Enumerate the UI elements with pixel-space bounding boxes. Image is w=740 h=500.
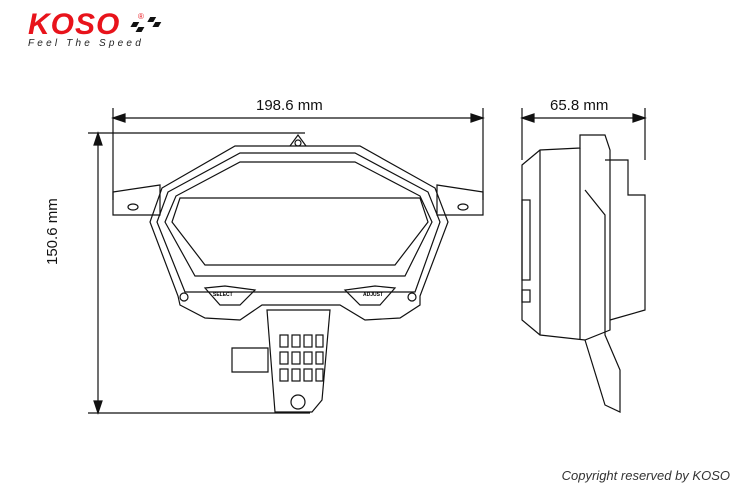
height-dimension-label: 150.6 mm	[44, 198, 61, 265]
logo-tagline: Feel The Speed	[28, 38, 144, 49]
logo-brand: KOSO	[28, 8, 121, 41]
depth-dimension-label: 65.8 mm	[550, 97, 609, 114]
registered-mark: ®	[138, 12, 144, 21]
checkered-flag-icon	[130, 17, 162, 32]
side-view	[521, 134, 646, 413]
koso-logo: KOSO ® Feel The Speed	[28, 8, 144, 50]
select-button: SELECT	[213, 292, 233, 298]
dimension-lines	[88, 108, 647, 415]
copyright-text: Copyright reserved by KOSO	[561, 468, 730, 483]
adjust-button: ADJUST	[363, 292, 384, 298]
width-dimension-label: 198.6 mm	[256, 97, 323, 114]
front-view	[112, 133, 484, 413]
